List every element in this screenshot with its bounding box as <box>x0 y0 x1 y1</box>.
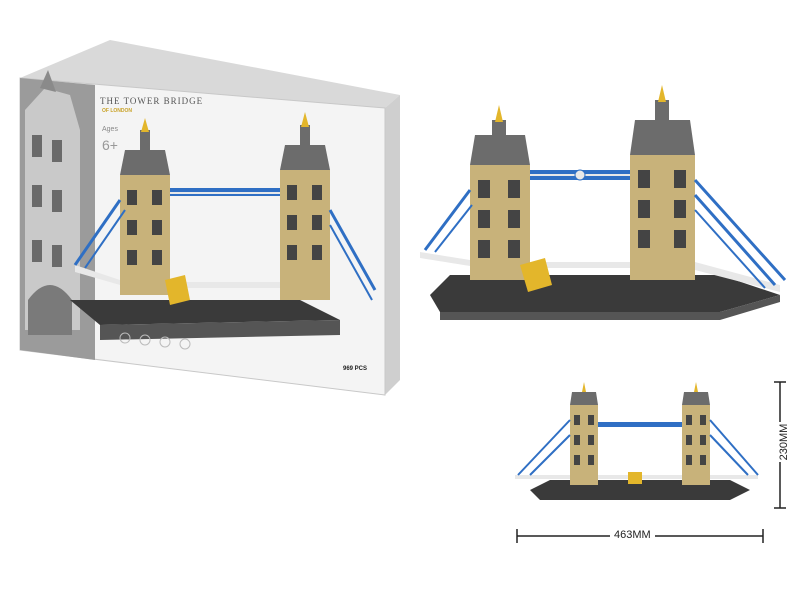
model-large <box>420 80 800 320</box>
box-model <box>70 112 377 340</box>
box-subtitle: OF LONDON <box>102 108 132 114</box>
width-dimension: 463MM <box>515 525 765 549</box>
product-box-art <box>19 40 400 396</box>
box-age: 6+ <box>102 137 118 153</box>
model-large-art <box>420 85 787 320</box>
box-pieces: 969 PCS <box>343 366 368 372</box>
height-dimension: 230MM <box>760 380 800 510</box>
product-box: THE TOWER BRIDGE OF LONDON Ages 6+ 969 P… <box>0 0 420 420</box>
width-label: 463MM <box>610 529 655 541</box>
box-ages-label: Ages <box>102 126 118 133</box>
model-dimension <box>510 380 760 510</box>
model-dimension-art <box>515 382 759 500</box>
box-title: THE TOWER BRIDGE <box>100 96 204 106</box>
height-label: 230MM <box>778 422 790 462</box>
